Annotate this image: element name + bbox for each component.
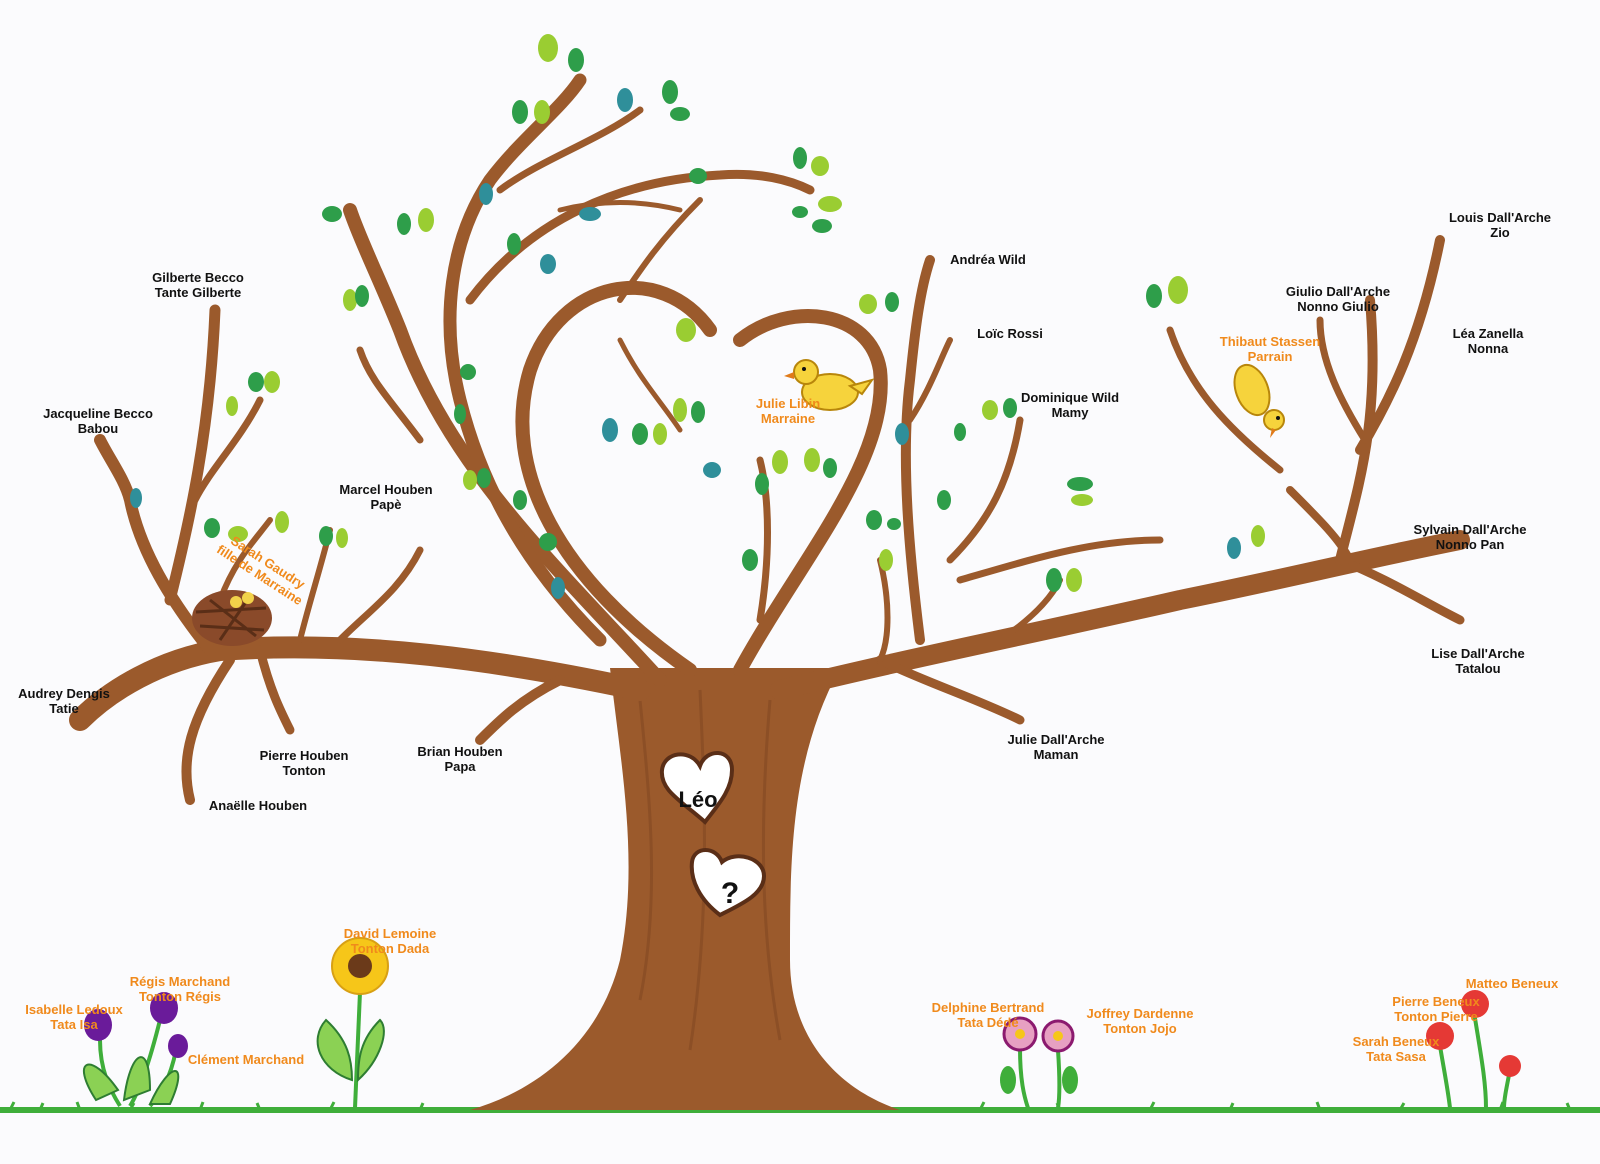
heart-top-label: Léo [678, 787, 718, 812]
yellow-bird-right [1233, 363, 1285, 438]
heart-bottom-shape [689, 848, 767, 918]
person-andrea-wild: Andréa Wild [950, 252, 1026, 267]
heart-top-shape [659, 751, 735, 825]
purple-tulips [83, 992, 188, 1108]
heart-bottom-label: ? [720, 877, 740, 910]
person-anaelle-houben: Anaëlle Houben [208, 798, 308, 813]
person-loic-rossi: Loïc Rossi [977, 326, 1043, 341]
tree-trunk [470, 668, 900, 1110]
pink-flowers [1000, 1016, 1078, 1109]
person-clement-marchand: Clément Marchand [187, 1052, 305, 1067]
heart-carvings [659, 751, 767, 918]
sunflower [316, 937, 389, 1109]
tree-branches [69, 73, 1470, 805]
tree-leaves [130, 34, 1265, 599]
red-tulips [1426, 990, 1521, 1109]
bird-nest [192, 590, 272, 646]
yellow-bird-center [784, 359, 875, 411]
person-matteo-beneux: Matteo Beneux [1465, 976, 1559, 991]
